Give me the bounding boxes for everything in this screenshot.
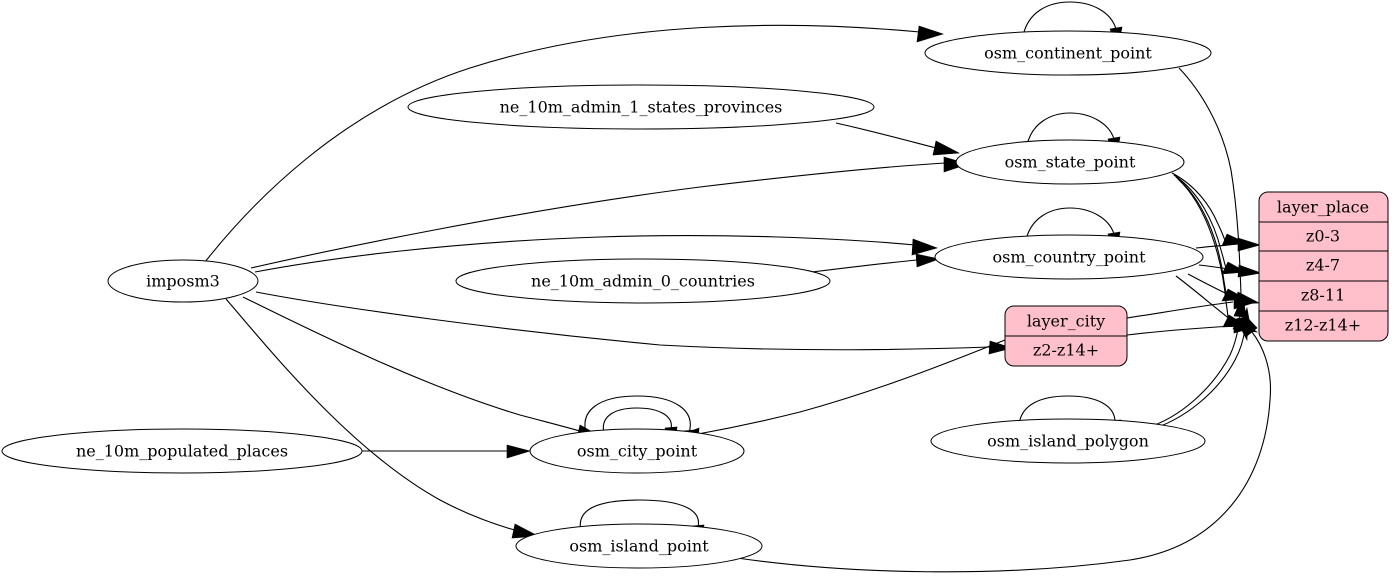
edge-layer_city-to-layer_place-z12	[1126, 319, 1258, 336]
node-osm_island_point[interactable]: osm_island_point	[515, 523, 763, 569]
edge-ne_10m_admin_0_countries-to-osm_country_point	[811, 253, 941, 273]
node-osm_country_point[interactable]: osm_country_point	[934, 234, 1204, 280]
node-osm_continent_point[interactable]: osm_continent_point	[924, 30, 1212, 76]
node-imposm3[interactable]: imposm3	[107, 259, 259, 303]
edge-ne_10m_populated_places-to-osm_city_point	[362, 444, 532, 459]
edge-imposm3-to-osm_state_point	[250, 156, 970, 269]
node-ne_10m_admin_1_states_provinces[interactable]: ne_10m_admin_1_states_provinces	[407, 84, 875, 130]
node-ne_10m_admin_0_countries[interactable]: ne_10m_admin_0_countries	[455, 258, 831, 304]
edge-osm_country_point-to-layer_place-z0-3	[1195, 237, 1262, 252]
node-osm_state_point[interactable]: osm_state_point	[955, 139, 1185, 185]
edge-osm_island_polygon-to-layer_place-z8-11	[1145, 293, 1247, 429]
record-layer_place[interactable]: layer_place z0-3 z4-7 z8-11 z12-z14+	[1258, 191, 1389, 342]
record-layer_city[interactable]: layer_city z2-z14+	[1004, 305, 1128, 367]
edge-imposm3-to-osm_continent_point	[204, 24, 944, 263]
edge-ne_10m_admin_1_states_provinces-to-osm_state_point	[835, 122, 961, 156]
node-layer: imposm3 ne_10m_admin_1_states_provinces …	[1, 30, 1212, 569]
node-ne_10m_populated_places[interactable]: ne_10m_populated_places	[1, 428, 363, 474]
node-osm_city_point[interactable]: osm_city_point	[529, 428, 745, 474]
node-osm_island_polygon[interactable]: osm_island_polygon	[930, 418, 1206, 464]
edge-imposm3-to-osm_country_point	[254, 235, 938, 273]
edge-layer_city-to-osm_city_point	[674, 339, 1006, 442]
edge-osm_country_point-to-layer_place-z4-7	[1198, 264, 1263, 278]
edge-imposm3-to-osm_island_point	[225, 298, 540, 539]
edge-osm_island_polygon-to-layer_place-z12b	[1148, 306, 1252, 431]
